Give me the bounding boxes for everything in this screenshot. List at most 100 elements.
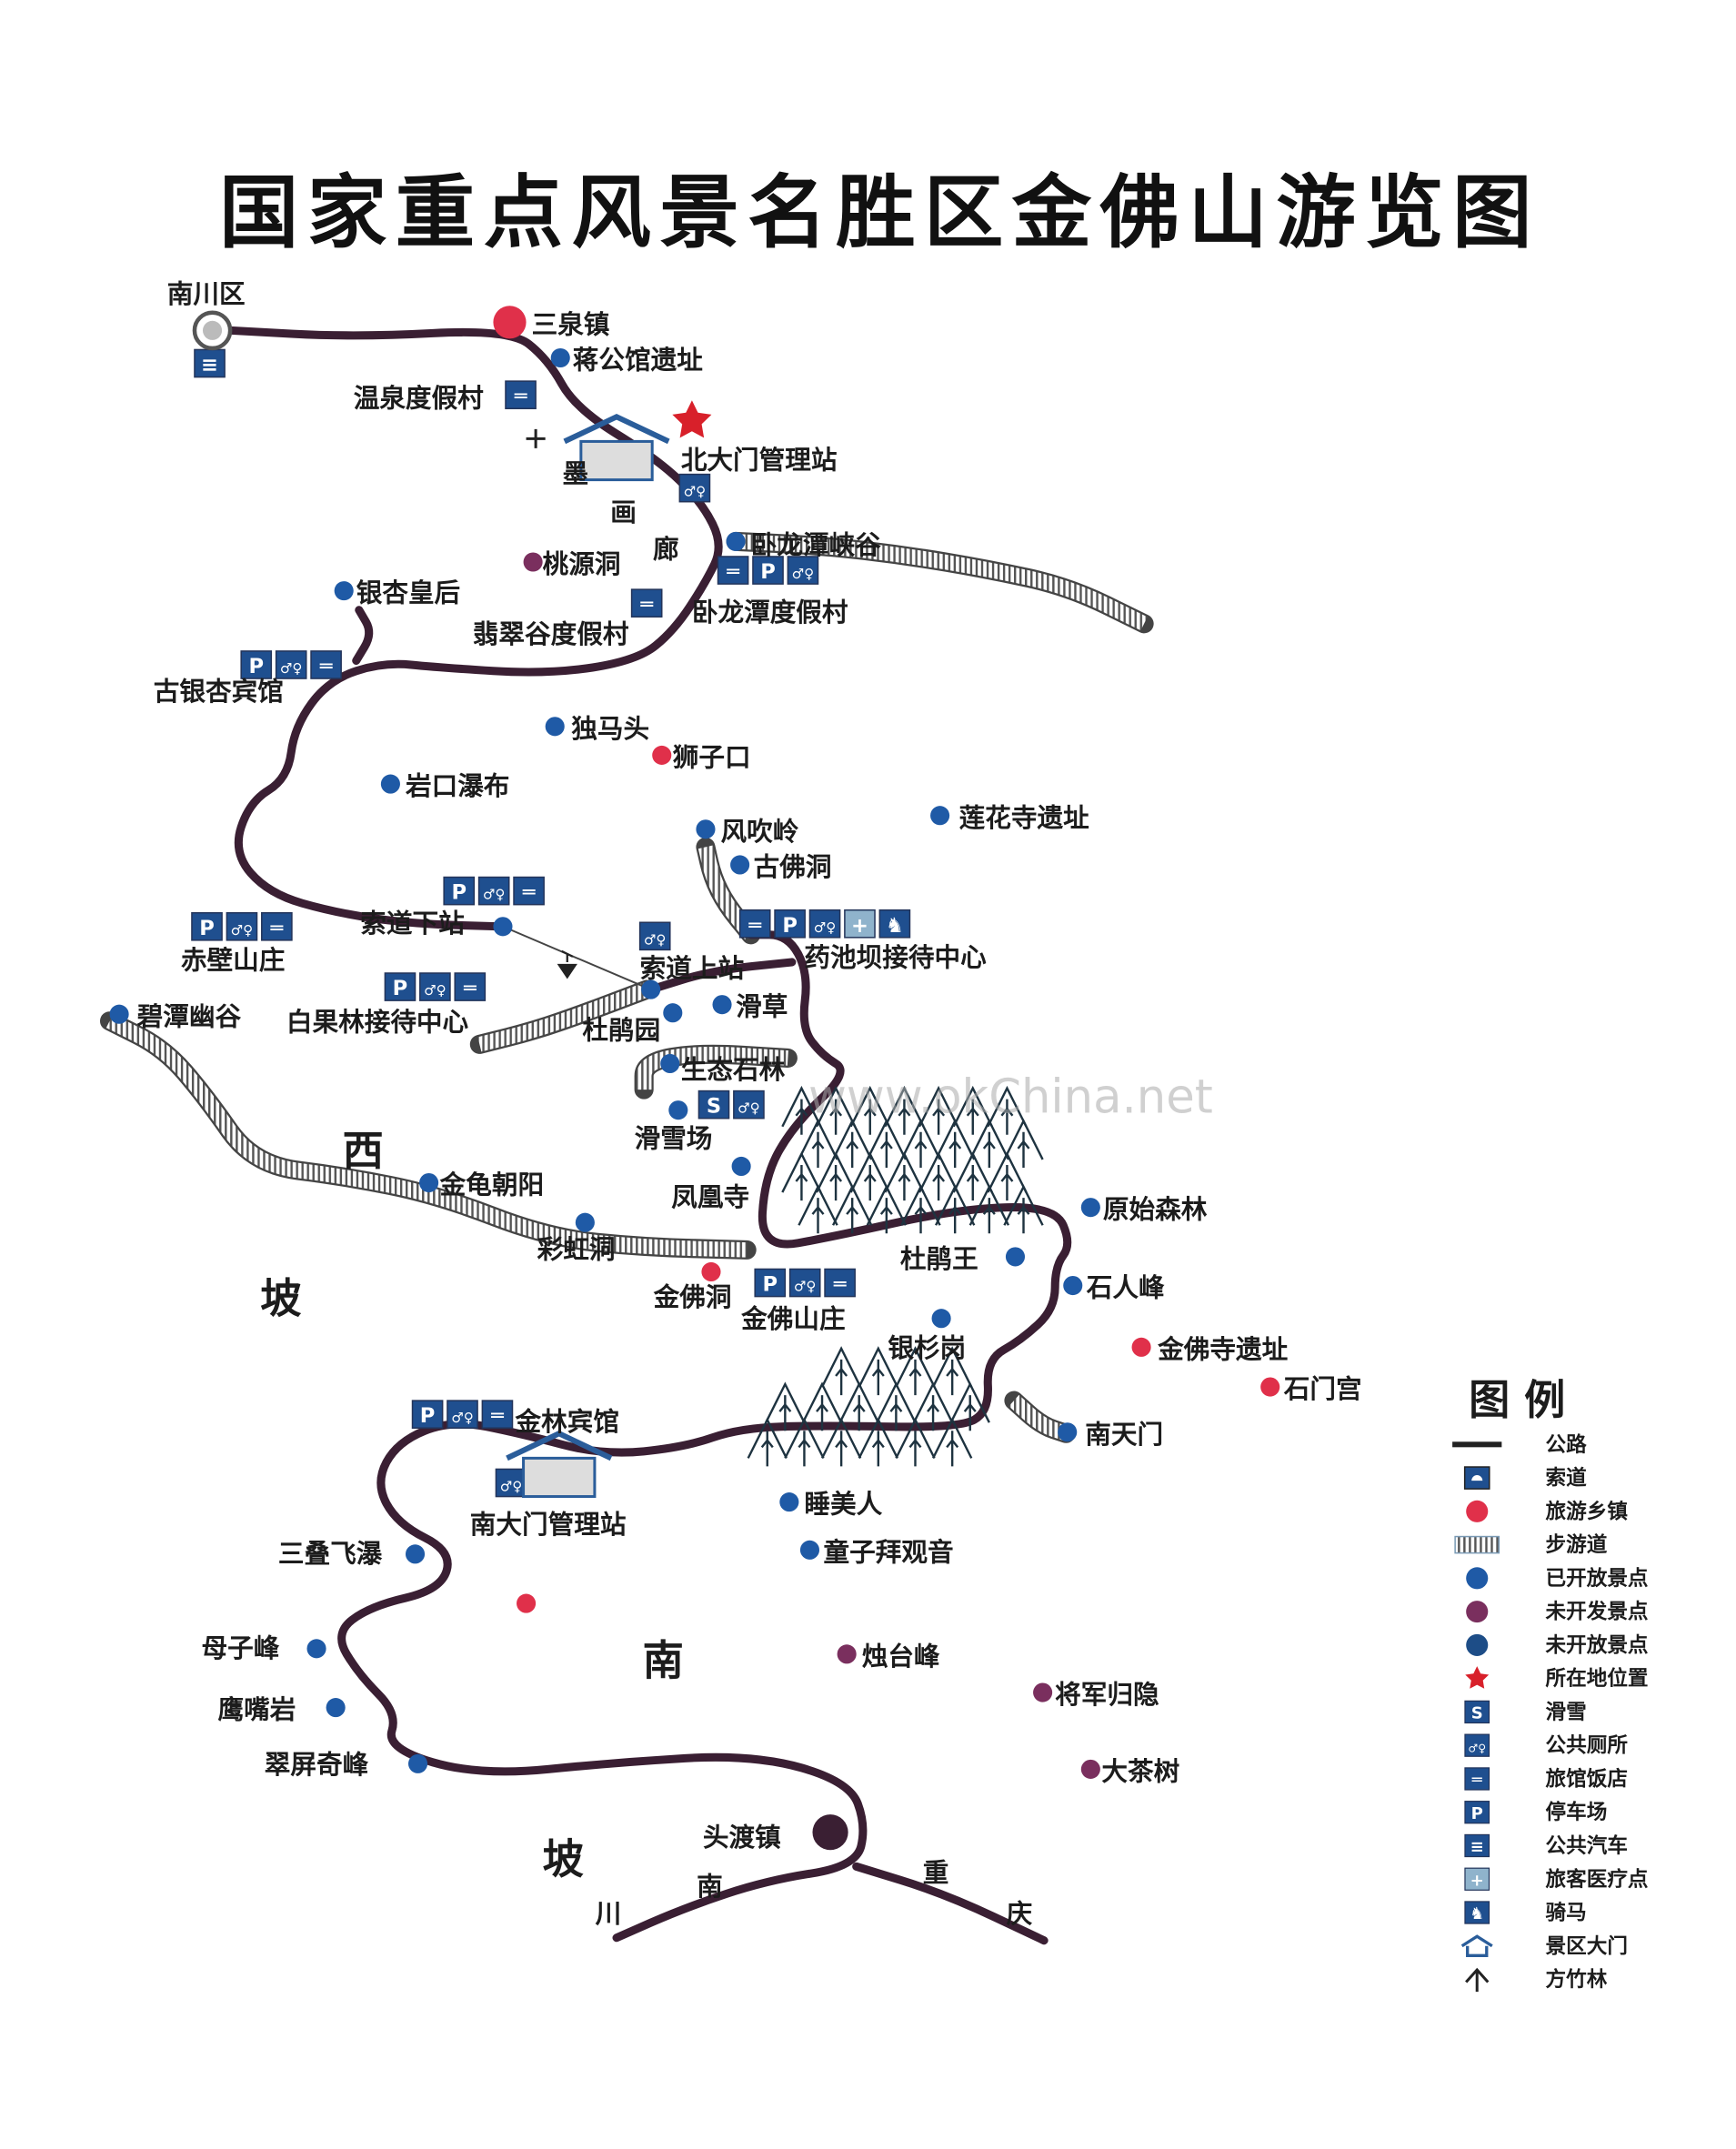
undeveloped-dot xyxy=(1033,1682,1053,1702)
place-label: 头渡镇 xyxy=(703,1822,781,1853)
open-dot xyxy=(930,806,950,826)
hotel-icon: ═ xyxy=(1464,1767,1490,1791)
tree-icon xyxy=(895,1346,936,1396)
hotel-icon: ═ xyxy=(738,909,771,939)
tree-icon xyxy=(849,1151,890,1201)
place-label: 石人峰 xyxy=(1086,1272,1165,1303)
place-16[interactable]: 古佛洞 xyxy=(730,851,832,882)
place-14[interactable]: 风吹岭 xyxy=(696,816,799,847)
place-34[interactable]: 金佛山庄 xyxy=(740,1303,845,1334)
place-40[interactable]: 南大门管理站 xyxy=(470,1509,627,1540)
place-9[interactable]: 翡翠谷度假村 xyxy=(473,618,629,649)
place-12[interactable]: 狮子口 xyxy=(652,741,751,772)
open-dot xyxy=(1005,1247,1026,1267)
forest-area xyxy=(747,1085,1044,1467)
place-46[interactable]: 鹰嘴岩 xyxy=(218,1694,346,1725)
place-25[interactable]: 生态石林 xyxy=(660,1053,786,1085)
place-6[interactable]: 桃源洞 xyxy=(523,548,621,579)
place-30[interactable]: 原始森林 xyxy=(1080,1194,1208,1225)
toilet-icon: ♂♀ xyxy=(275,650,307,679)
place-50[interactable]: 头渡镇 xyxy=(703,1814,848,1853)
town-dot xyxy=(493,306,527,339)
place-13[interactable]: 岩口瀑布 xyxy=(380,770,510,801)
legend-label: 旅客医疗点 xyxy=(1546,1867,1649,1892)
place-1[interactable]: 三泉镇 xyxy=(493,306,609,339)
place-label: 银杉岗 xyxy=(888,1332,966,1363)
place-label: 母子峰 xyxy=(201,1632,279,1663)
svg-text:♂♀: ♂♀ xyxy=(644,931,667,948)
region-char: 南 xyxy=(643,1636,684,1684)
legend-item: ♞骑马 xyxy=(1464,1901,1587,1925)
place-8[interactable]: 银杏皇后 xyxy=(334,577,461,608)
town-dot xyxy=(517,1593,537,1613)
place-29[interactable]: 彩虹洞 xyxy=(537,1212,616,1265)
place-27[interactable]: 凤凰寺 xyxy=(671,1156,751,1212)
legend-label: 索道 xyxy=(1546,1466,1588,1491)
hotel-icon: ═ xyxy=(513,876,545,906)
place-17[interactable]: 索道下站 xyxy=(360,908,513,939)
place-label: 凤凰寺 xyxy=(671,1181,749,1212)
hotel-icon: ═ xyxy=(310,650,342,679)
legend-label: 旅馆饭店 xyxy=(1546,1766,1628,1791)
tree-icon xyxy=(815,1085,857,1135)
place-44[interactable]: 母子峰 xyxy=(201,1632,326,1663)
place-31[interactable]: 杜鹃王 xyxy=(900,1243,1026,1274)
place-43[interactable]: 三叠飞瀑 xyxy=(278,1538,426,1569)
place-18[interactable]: 赤壁山庄 xyxy=(181,944,285,975)
tree-icon xyxy=(987,1085,1028,1135)
svg-text:♂♀: ♂♀ xyxy=(1468,1742,1486,1754)
tree-icon xyxy=(918,1151,959,1201)
place-11[interactable]: 独马头 xyxy=(545,713,649,744)
place-22[interactable]: 碧潭幽谷 xyxy=(109,1000,242,1031)
road xyxy=(352,606,374,665)
place-37[interactable]: 石门宫 xyxy=(1260,1373,1362,1404)
place-10[interactable]: 古银杏宾馆 xyxy=(154,676,284,707)
open-dot xyxy=(1063,1275,1083,1296)
bigtown-dot xyxy=(812,1814,848,1851)
place-3[interactable]: 温泉度假村 xyxy=(354,383,484,414)
place-45[interactable]: 烛台峰 xyxy=(837,1641,940,1672)
place-4[interactable]: 北大门管理站 xyxy=(681,445,838,476)
medical-icon: + xyxy=(844,909,876,939)
place-39[interactable]: 金林宾馆 xyxy=(515,1406,619,1437)
place-41[interactable]: 睡美人 xyxy=(779,1489,883,1520)
parking-icon: P xyxy=(191,911,223,941)
place-label: 南大门管理站 xyxy=(470,1509,627,1540)
place-35[interactable]: 银杉岗 xyxy=(888,1309,966,1363)
place-32[interactable]: 石人峰 xyxy=(1063,1272,1165,1303)
place-26[interactable]: 滑雪场 xyxy=(635,1100,713,1153)
place-42[interactable]: 童子拜观音 xyxy=(799,1536,954,1567)
place-2[interactable]: 蒋公馆遗址 xyxy=(550,345,704,376)
hotel-icon: ═ xyxy=(824,1268,856,1298)
watermark: www.okChina.net xyxy=(808,1070,1213,1125)
place-28[interactable]: 金龟朝阳 xyxy=(419,1170,544,1200)
place-49[interactable]: 大茶树 xyxy=(1080,1755,1179,1786)
place-15[interactable]: 莲花寺遗址 xyxy=(930,802,1089,833)
place-0[interactable]: 南川区 xyxy=(167,278,246,309)
place-21[interactable]: 白果林接待中心 xyxy=(286,1006,469,1037)
place-47[interactable]: 将军归隐 xyxy=(1033,1679,1159,1710)
region-char: 坡 xyxy=(260,1275,301,1323)
place-19[interactable]: 药池坝接待中心 xyxy=(804,941,987,972)
place-36[interactable]: 金佛寺遗址 xyxy=(1131,1333,1289,1364)
undeveloped-dot xyxy=(1080,1759,1100,1779)
tree-icon xyxy=(858,1417,898,1467)
place-label: 烛台峰 xyxy=(862,1641,940,1672)
svg-text:═: ═ xyxy=(319,655,333,678)
place-5[interactable]: 卧龙潭峡谷 xyxy=(726,529,882,560)
tree-icon xyxy=(781,1085,822,1135)
map-title: 国家重点风景名胜区金佛山游览图 xyxy=(219,166,1534,259)
place-20[interactable]: 索道上站 xyxy=(640,953,744,999)
place-48[interactable]: 翠屏奇峰 xyxy=(265,1749,428,1780)
place-23[interactable]: 滑草 xyxy=(712,991,788,1022)
place-7[interactable]: 卧龙潭度假村 xyxy=(692,597,848,628)
svg-text:♂♀: ♂♀ xyxy=(738,1100,760,1117)
place-24[interactable]: 杜鹃园 xyxy=(582,1003,683,1045)
svg-text:P: P xyxy=(1471,1804,1483,1823)
svg-text:P: P xyxy=(760,560,776,584)
place-38[interactable]: 南天门 xyxy=(1058,1419,1163,1450)
place-33[interactable]: 金佛洞 xyxy=(653,1261,732,1312)
tree-icon xyxy=(1003,1184,1044,1234)
place-label: 白果林接待中心 xyxy=(286,1006,469,1037)
